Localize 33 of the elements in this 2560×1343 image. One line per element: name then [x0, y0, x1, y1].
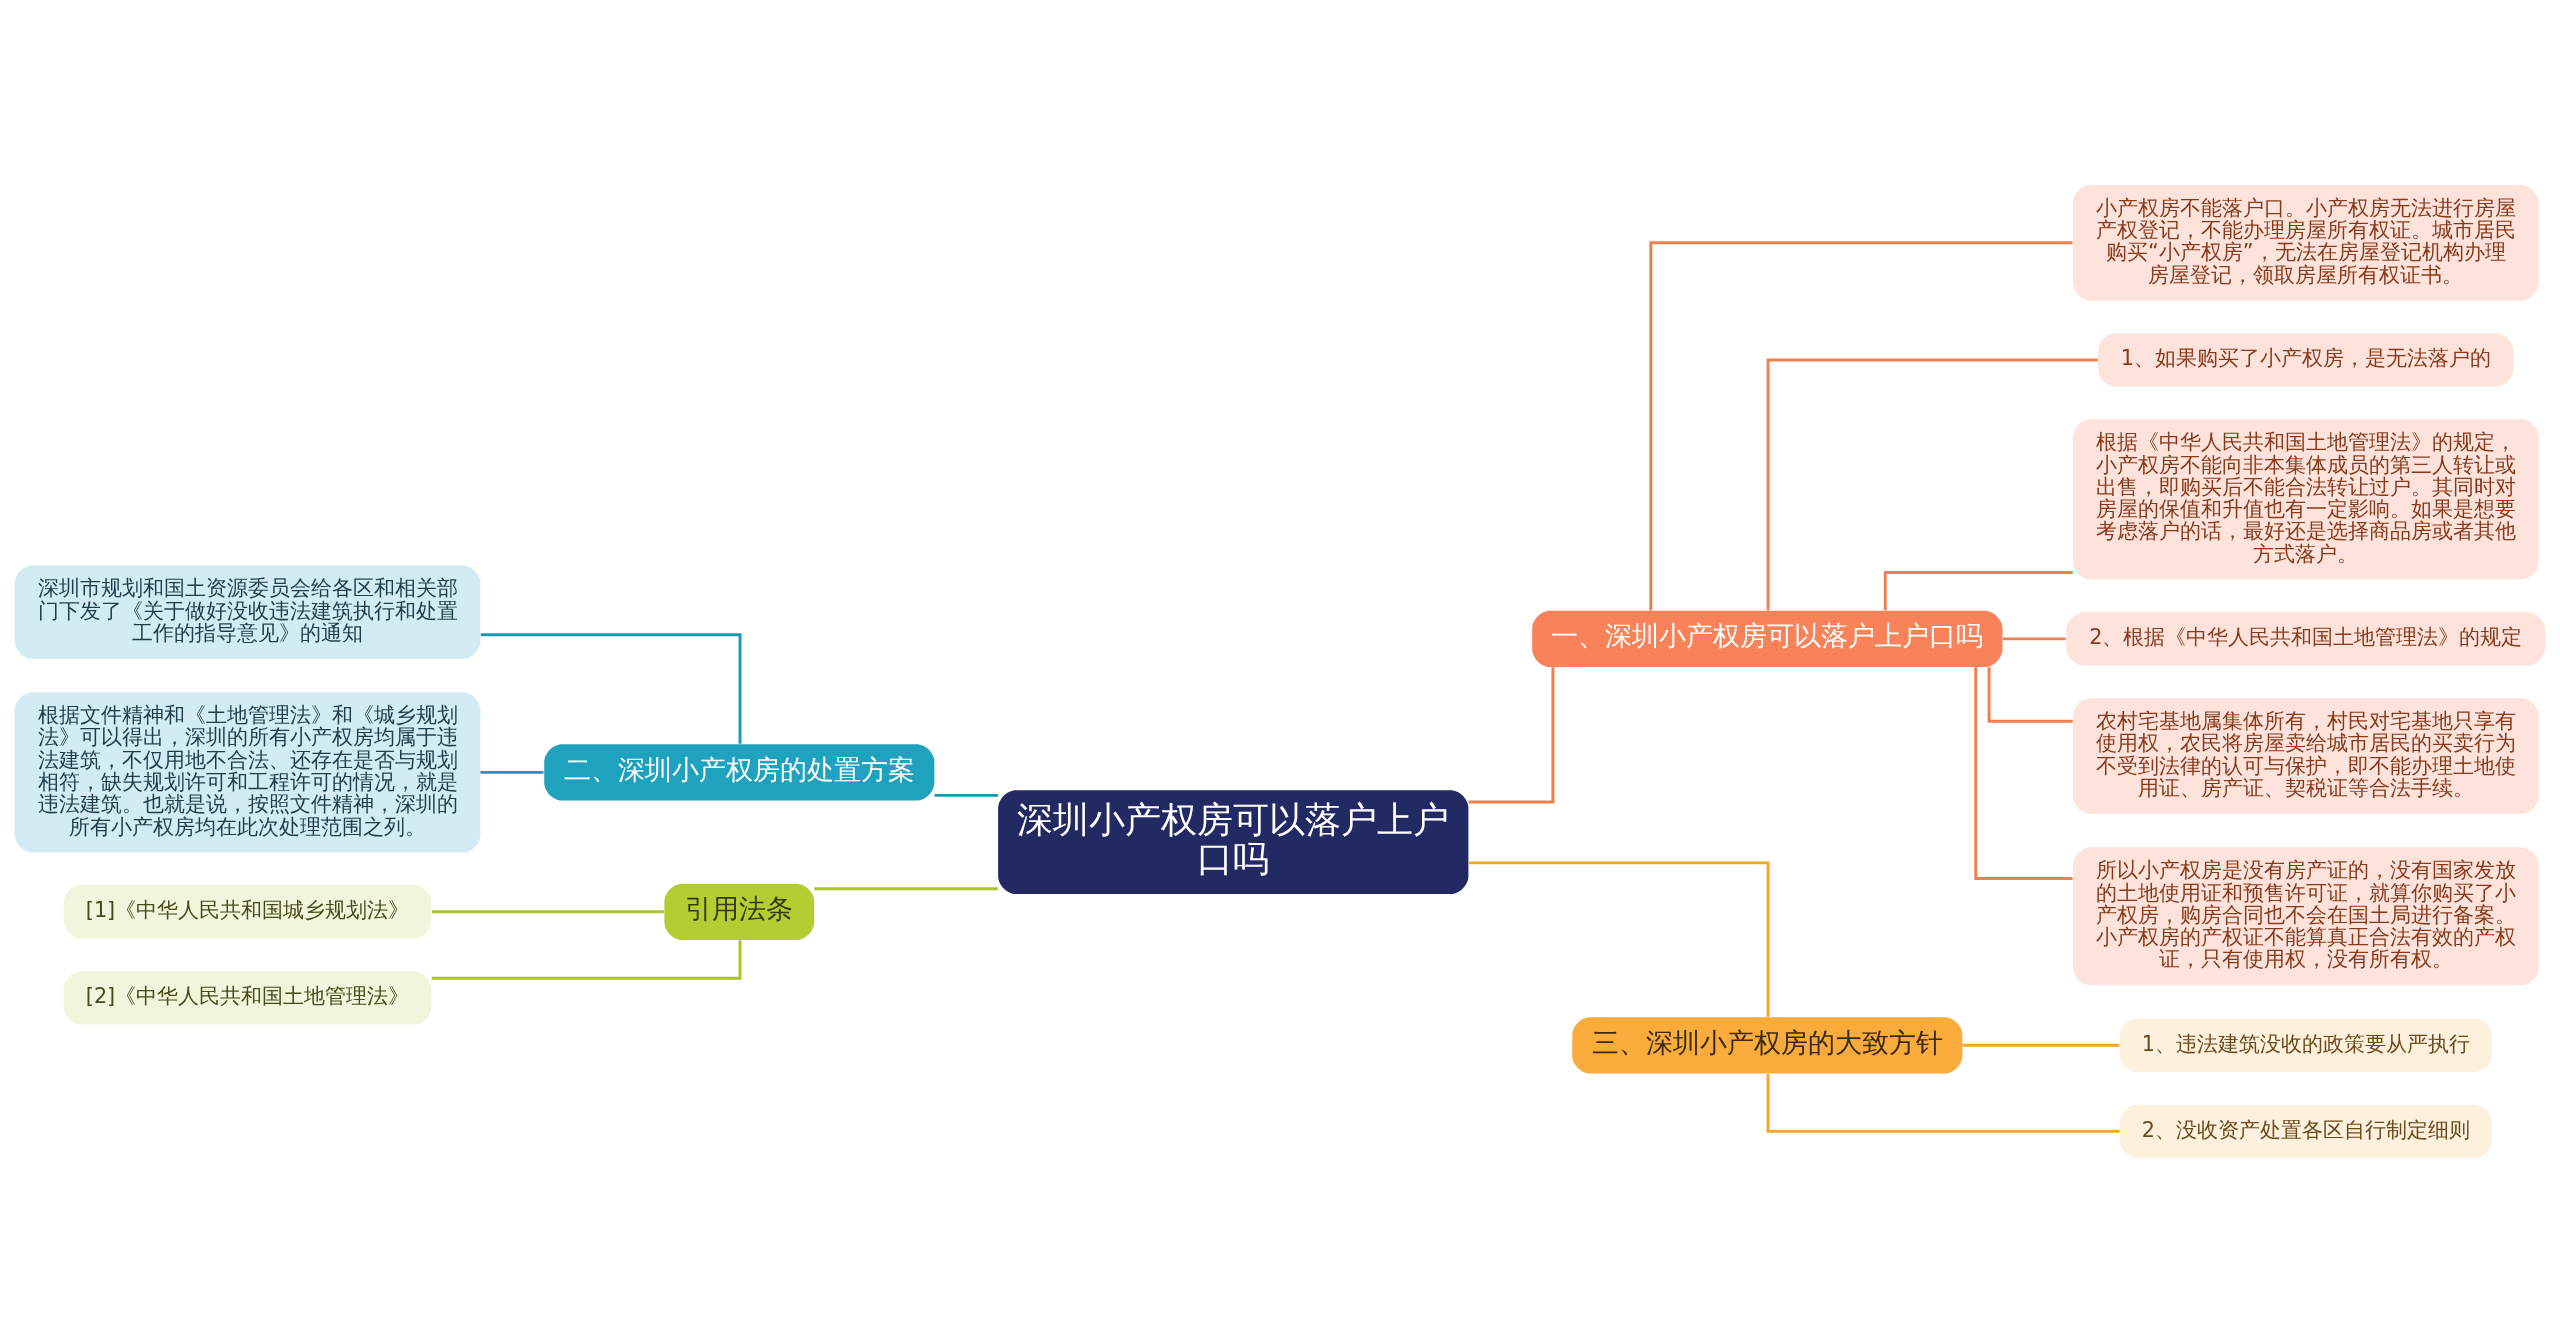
connector: [1962, 1043, 2120, 1047]
connector: [1766, 358, 2098, 611]
connector: [1883, 571, 2073, 611]
connector: [1766, 1073, 2120, 1133]
node-box: 2、没收资产处置各区自行制定细则: [2119, 1104, 2492, 1159]
node-box: 1、如果购买了小产权房，是无法落户的: [2098, 333, 2514, 387]
node-box: 根据文件精神和《土地管理法》和《城乡规划法》可以得出，深圳的所有小产权房均属于违法建筑，不仅用地不合法、还存在是否与规划相符，缺失规划许可和工程许可的情况，就是违法建筑。也就是说，按照文件精神，深圳的所有小产权房均在此次处理范围之列。: [14, 692, 481, 853]
connector: [1974, 667, 2073, 880]
connector: [1468, 667, 1555, 804]
connector: [814, 887, 998, 891]
connector: [480, 633, 742, 744]
node-box: [2]《中华人民共和国土地管理法》: [63, 971, 432, 1025]
node-box: 所以小产权房是没有房产证的，没有国家发放的土地使用证和预售许可证，就算你购买了小产权房，购房合同也不会在国土局进行备案。小产权房的产权证不能算真正合法有效的产权证，只有使用权，没有所有权。: [2072, 847, 2539, 986]
node-box: 一、深圳小产权房可以落户上户口吗: [1532, 610, 2003, 668]
connector: [1987, 667, 2073, 723]
node-box: 农村宅基地属集体所有，村民对宅基地只享有使用权，农民将房屋卖给城市居民的买卖行为不受到法律的认可与保护，即不能办理土地使用证、房产证、契税证等合法手续。: [2072, 698, 2539, 814]
node-box: 深圳小产权房可以落户上户口吗: [998, 790, 1469, 894]
connector: [431, 940, 742, 980]
connector: [1468, 861, 1770, 1017]
connector: [1649, 241, 2073, 611]
node-box: 小产权房不能落户口。小产权房无法进行房屋产权登记，不能办理房屋所有权证。城市居民购买“小产权房”，无法在房屋登记机构办理房屋登记，领取房屋所有权证书。: [2072, 184, 2539, 301]
node-box: 1、违法建筑没收的政策要从严执行: [2119, 1018, 2492, 1073]
node-box: 深圳市规划和国土资源委员会给各区和相关部门下发了《关于做好没收违法建筑执行和处置工作的指导意见》的通知: [14, 565, 481, 659]
connector: [480, 770, 544, 774]
node-box: 2、根据《中华人民共和国土地管理法》的规定: [2066, 612, 2546, 666]
connector: [934, 793, 999, 797]
node-box: 三、深圳小产权房的大致方针: [1572, 1017, 1963, 1074]
node-box: 根据《中华人民共和国土地管理法》的规定，小产权房不能向非本集体成员的第三人转让或出售，即购买后不能合法转让过户。其同时对房屋的保值和升值也有一定影响。如果是想要考虑落户的话，最好还是选择商品房或者其他方式落户。: [2072, 419, 2539, 580]
node-box: [1]《中华人民共和国城乡规划法》: [63, 885, 432, 939]
connector: [432, 910, 664, 914]
connector: [2002, 637, 2066, 641]
node-box: 引用法条: [664, 883, 815, 940]
node-box: 二、深圳小产权房的处置方案: [544, 744, 935, 801]
